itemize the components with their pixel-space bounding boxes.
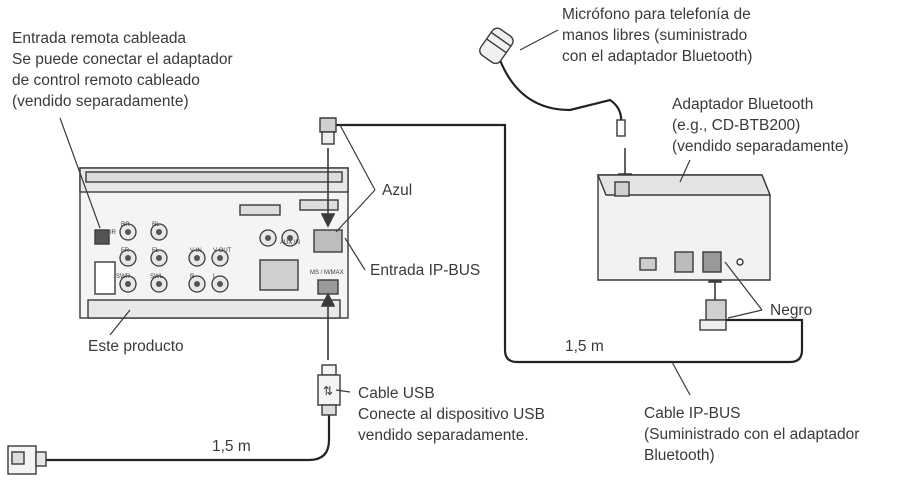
head-unit-vent-1 [239, 204, 281, 216]
wired-remote-port [94, 229, 110, 245]
leader-blue-1 [339, 124, 376, 191]
label-usb-cable: Cable USB Conecte al dispositivo USB ven… [358, 385, 545, 444]
ip-bus-arrowhead [320, 213, 336, 228]
microphone-cable-line [498, 59, 623, 131]
rca-jack-center-11 [265, 235, 271, 241]
label-ip-bus-input: Entrada IP-BUS [370, 262, 481, 279]
bluetooth-port-1 [639, 257, 657, 271]
label-ip-bus-cable: Cable IP-BUS (Suministrado con el adapta… [644, 405, 860, 464]
port-label-swl: SWL [150, 274, 164, 280]
ip-bus-plug-body [321, 131, 335, 145]
rca-jack-center-12 [287, 235, 293, 241]
usb-female-neck [35, 451, 47, 467]
leader-lines [59, 29, 763, 396]
microphone-grill-2 [486, 38, 507, 54]
usb-symbol-icon: ⇅ [323, 384, 333, 398]
ip-bus-plug-angle [319, 117, 337, 133]
rca-jack-center-3 [125, 255, 131, 261]
usb-extension-end [7, 445, 47, 475]
port-label-v-out: V OUT [213, 248, 232, 254]
port-label-l: L [213, 274, 217, 280]
usb-plug-tip [321, 364, 337, 376]
head-unit-top-vent [85, 171, 343, 183]
port-label-aux-in: AUX IN [280, 240, 300, 246]
leader-blue-2 [335, 189, 376, 233]
leader-usb-cable [335, 389, 351, 393]
label-microphone: Micrófono para telefonía de manos libres… [562, 6, 753, 65]
rca-jack-center-5 [125, 281, 131, 287]
leader-black-1 [724, 261, 763, 311]
port-label-swr: SWR [116, 274, 131, 280]
leader-black-2 [727, 309, 763, 319]
rca-jack-center-4 [156, 255, 162, 261]
bluetooth-ip-bus-plug [699, 299, 727, 331]
bluetooth-adapter [596, 174, 772, 281]
head-unit-vent-2 [299, 199, 339, 211]
rca-jack-center-10 [217, 281, 223, 287]
usb-plug: ⇅ [317, 364, 341, 416]
rca-jack-center-6 [156, 281, 162, 287]
usb-cable-line [40, 405, 331, 462]
port-label-rl: RL [152, 222, 160, 228]
rca-jack-center-9 [194, 281, 200, 287]
label-blue: Azul [382, 182, 413, 199]
rca-jack-center-1 [125, 229, 131, 235]
label-black: Negro [770, 302, 813, 319]
head-unit-main-connector [259, 259, 299, 291]
port-label-rr: RR [121, 222, 130, 228]
usb-port [317, 279, 339, 295]
ip-bus-connector-top [319, 117, 337, 145]
bluetooth-adapter-top [596, 174, 772, 196]
rca-jack-center-8 [217, 255, 223, 261]
usb-female-port-icon [11, 451, 25, 465]
label-este-producto: Este producto [88, 338, 184, 355]
bluetooth-ip-bus-port [702, 251, 722, 273]
bluetooth-ip-bus-plug-body [705, 299, 727, 321]
label-bluetooth-adapter: Adaptador Bluetooth (e.g., CD-BTB200) (v… [672, 96, 849, 155]
port-label-r: R [190, 274, 195, 280]
leader-ip-bus-input [344, 237, 366, 271]
ip-bus-cable-line [335, 123, 804, 364]
rca-jack-center-7 [194, 255, 200, 261]
rca-jack-center-2 [156, 229, 162, 235]
bluetooth-mic-jack [614, 181, 630, 197]
ip-bus-port [313, 229, 343, 253]
bluetooth-ip-bus-plug-angle [699, 319, 727, 331]
microphone-plug [616, 119, 626, 137]
label-wired-remote-input: Entrada remota cableada Se puede conecta… [12, 30, 233, 110]
leader-microphone [519, 29, 559, 51]
label-length-ip-bus: 1,5 m [565, 338, 604, 355]
port-label-ms: MS / M/MAX [310, 270, 344, 276]
port-label-fl: FL [152, 248, 160, 254]
microphone-grill-1 [490, 31, 512, 47]
head-unit-bottom-rail [87, 299, 341, 319]
head-unit-body [79, 167, 349, 319]
head-unit-slot [94, 261, 116, 295]
leader-wired-remote [59, 117, 101, 229]
port-label-ir: IR [110, 230, 117, 236]
usb-arrowhead [320, 292, 336, 307]
head-unit-port-labels: IR RR RL FR FL SWR SWL V IN V OUT AUX IN… [110, 222, 344, 280]
leader-ip-bus-cable [671, 361, 691, 396]
port-label-v-in: V IN [190, 248, 202, 254]
leader-este-producto [109, 309, 131, 336]
cables [40, 59, 804, 462]
rca-jacks [119, 223, 299, 293]
bluetooth-port-2 [674, 251, 694, 273]
leader-bluetooth [679, 159, 691, 183]
head-unit [79, 167, 349, 319]
microphone [479, 27, 626, 137]
usb-plug-strain [321, 404, 337, 416]
port-label-fr: FR [121, 248, 130, 254]
label-length-usb: 1,5 m [212, 438, 251, 455]
bluetooth-led [736, 258, 744, 266]
